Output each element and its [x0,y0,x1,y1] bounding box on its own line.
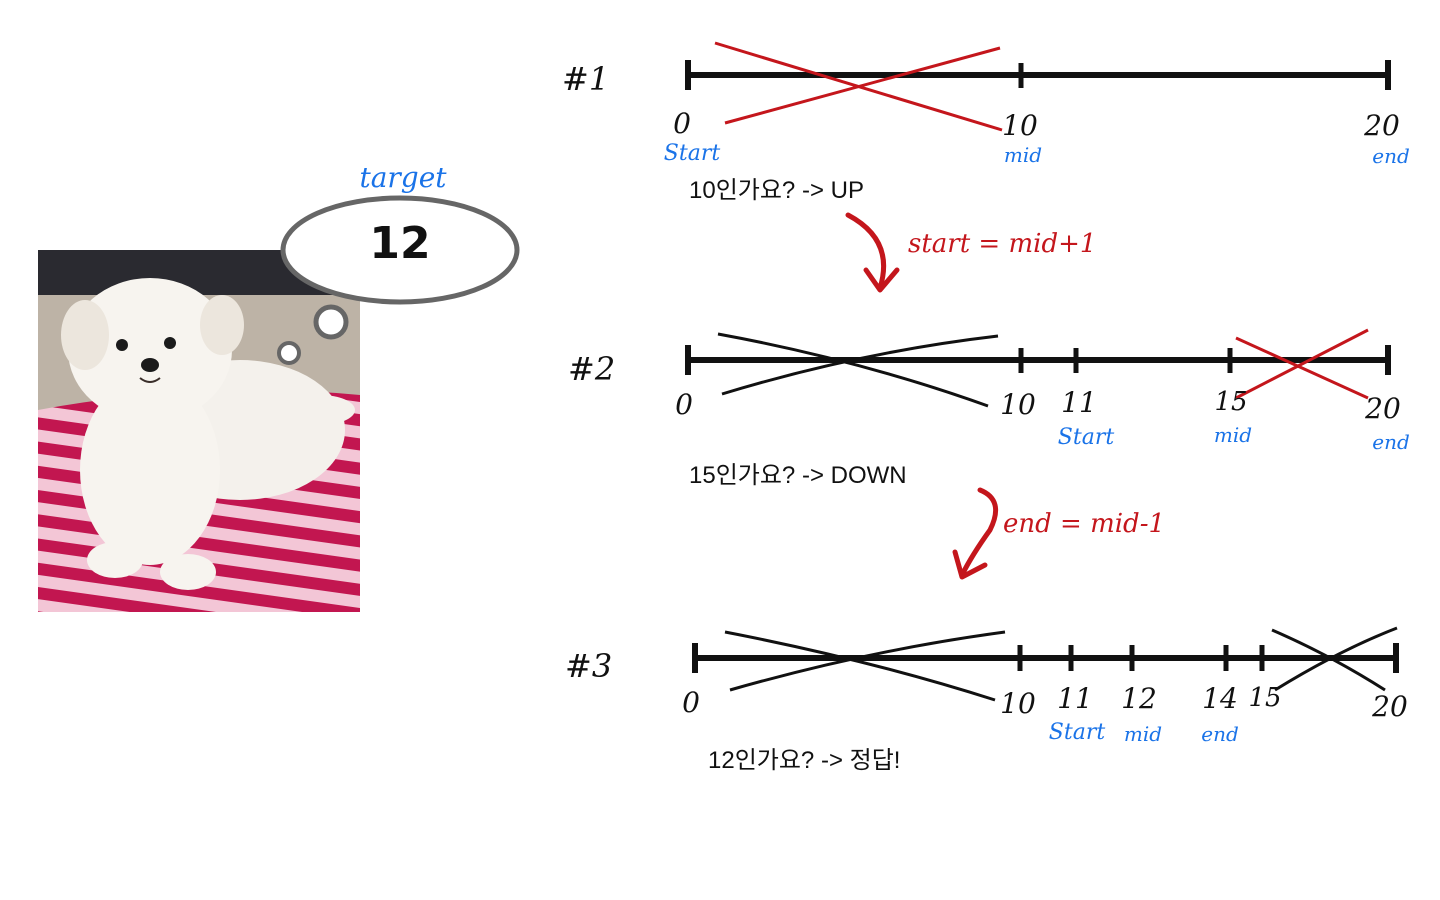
eliminated-cross [729,630,1006,692]
arrow-step1-to-step2 [845,212,900,293]
dog-photo [38,250,360,612]
eliminated-cross [724,46,1001,125]
step2-tick-20: 20 [1364,392,1401,425]
target-label: target [359,161,447,194]
arrow-step2-to-step3 [952,487,999,580]
step3-label: #3 [565,647,612,685]
step1-end-label: end [1372,144,1410,168]
step3-tick-10: 10 [1000,687,1036,720]
step3-tick-11: 11 [1057,682,1093,715]
eliminated-cross [717,332,989,408]
step3-mid-label: mid [1124,722,1162,746]
step3-tick-15: 15 [1248,683,1281,713]
eliminated-cross [1235,328,1369,400]
step2-tick-10: 10 [1000,388,1036,421]
step2-question: 15인가요? -> DOWN [689,462,907,489]
step2-tick-15: 15 [1214,387,1247,417]
step2-mid-label: mid [1214,423,1252,447]
step1-label: #1 [562,60,609,98]
thought-bubble [277,195,520,365]
step3-tick-20: 20 [1371,690,1408,723]
step2-number-line [685,328,1391,408]
rule-start-update: start = mid+1 [908,229,1096,259]
step1-mid-label: mid [1004,143,1042,167]
step3-start-label: Start [1049,720,1106,745]
eliminated-cross [724,630,996,702]
step3-end-label: end [1201,722,1239,746]
step1-question: 10인가요? -> UP [689,177,864,204]
step2-tick-0: 0 [675,388,693,421]
step2-start-label: Start [1058,425,1115,450]
eliminated-cross [1274,626,1398,692]
target-value: 12 [369,218,430,269]
step3-tick-0: 0 [682,686,700,719]
step3-number-line [692,626,1399,702]
step3-tick-12: 12 [1121,682,1157,715]
step2-end-label: end [1372,430,1410,454]
step1-tick-10: 10 [1002,109,1038,142]
step1-tick-20: 20 [1363,109,1400,142]
step2-label: #2 [568,350,615,388]
step1-number-line [685,41,1391,132]
eliminated-cross [1235,336,1369,400]
step2-tick-11: 11 [1061,386,1097,419]
step3-tick-14: 14 [1202,682,1238,715]
eliminated-cross [721,334,999,396]
step3-question: 12인가요? -> 정답! [708,747,901,774]
step1-tick-0: 0 [673,107,691,140]
rule-end-update: end = mid-1 [1003,509,1165,539]
step1-start-label: Start [664,141,721,166]
